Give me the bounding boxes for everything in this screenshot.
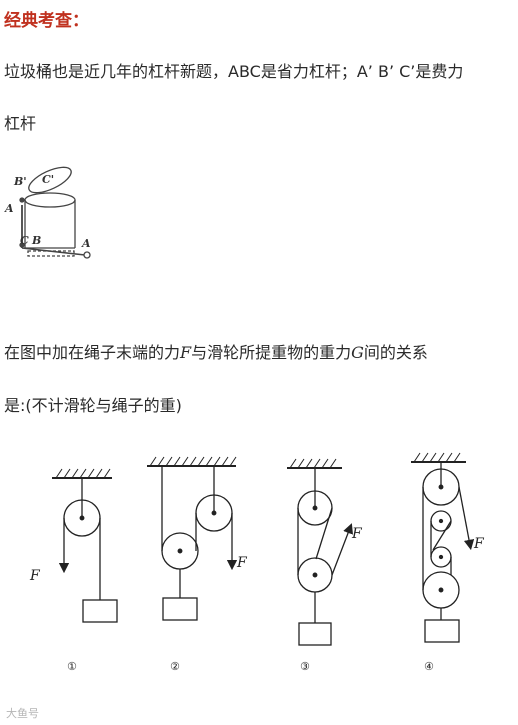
trashcan-lever-figure	[19, 166, 91, 259]
p1-abc-prime: A’ B’ C’	[356, 62, 416, 81]
p1-text-a: 垃圾桶也是近几年的杠杆新题，	[4, 62, 229, 81]
p2-text-a: 在图中加在绳子末端的力	[4, 343, 181, 362]
paragraph-2-line-1: 在图中加在绳子末端的力F与滑轮所提重物的重力G间的关系	[4, 343, 428, 363]
p2-text-c: 间的关系	[363, 343, 428, 362]
force-label-4: F	[473, 536, 485, 552]
p1-text-c: 是费力	[415, 62, 464, 81]
label-a-prime: A	[4, 202, 14, 215]
p1-abc: ABC	[228, 62, 261, 81]
p2-gravity-symbol: G	[351, 343, 364, 362]
pulley-figure-1	[52, 468, 118, 623]
label-c-prime: C'	[42, 173, 54, 186]
force-label-2: F	[236, 555, 248, 571]
label-a: A	[81, 237, 91, 250]
force-label-3: F	[351, 526, 363, 542]
figure-number-3: ③	[300, 660, 310, 673]
p2-force-symbol: F	[180, 343, 192, 362]
figure-number-1: ①	[67, 660, 77, 673]
figure-number-2: ②	[170, 660, 180, 673]
pulley-figure-2	[147, 456, 238, 621]
pulley-figure-3	[287, 458, 353, 646]
label-b-prime: B'	[13, 175, 27, 188]
label-b: B	[31, 234, 41, 247]
pulley-figure-4	[411, 452, 475, 643]
section-heading: 经典考查：	[4, 11, 89, 31]
p1-text-b: 是省力杠杆；	[260, 62, 357, 81]
force-label-1: F	[29, 568, 41, 584]
label-c: C	[20, 234, 29, 247]
watermark: 大鱼号	[6, 707, 39, 720]
paragraph-1-line-1: 垃圾桶也是近几年的杠杆新题，ABC是省力杠杆；A’ B’ C’是费力	[4, 62, 463, 82]
figure-number-4: ④	[424, 660, 434, 673]
paragraph-2-line-2: 是:(不计滑轮与绳子的重)	[4, 396, 182, 415]
p2-text-b: 与滑轮所提重物的重力	[191, 343, 352, 362]
paragraph-1-line-2: 杠杆	[4, 114, 37, 133]
